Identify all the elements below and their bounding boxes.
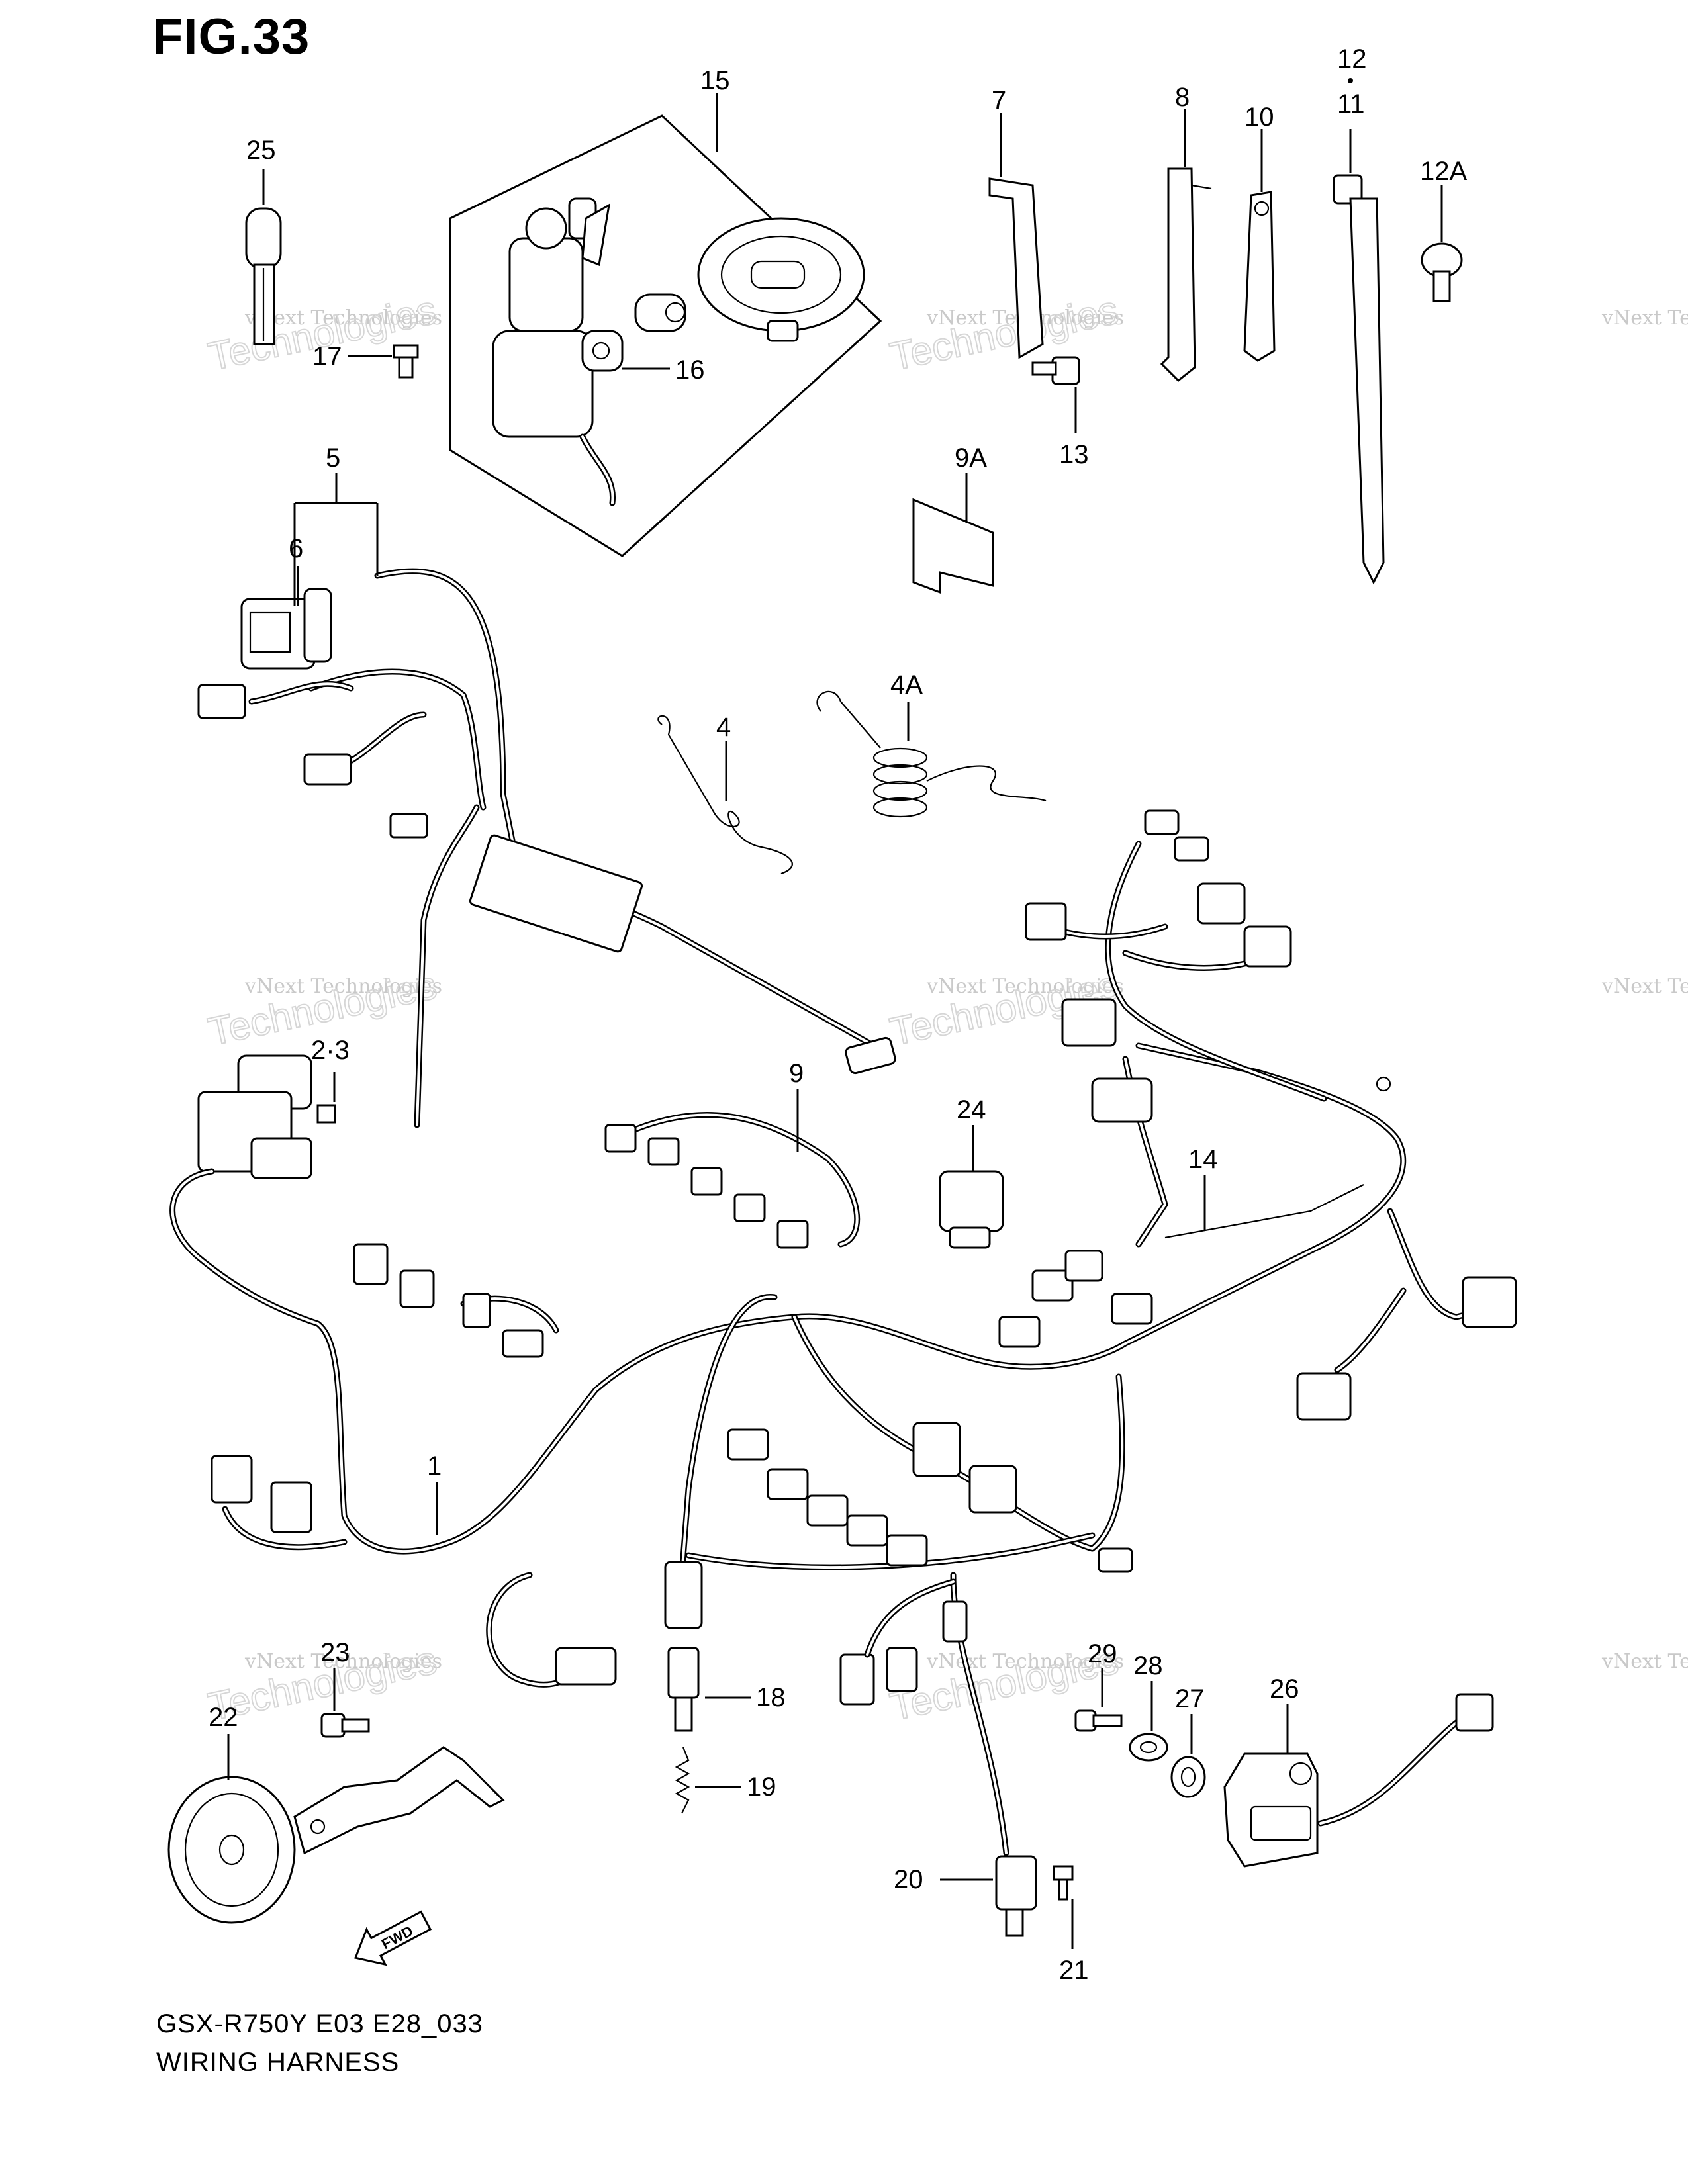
watermark-group: vNext Technologies Technologies vNext Te… xyxy=(204,287,1688,1729)
part-label-26: 26 xyxy=(1270,1674,1299,1704)
part-14-subharness xyxy=(998,809,1517,1421)
part-label-27: 27 xyxy=(1175,1684,1205,1713)
watermark-text: vNext Technologies xyxy=(926,975,1124,998)
part-18-sensor xyxy=(664,1561,703,1732)
watermark-text: vNext Technologies xyxy=(1601,1650,1688,1673)
part-label-13: 13 xyxy=(1059,440,1089,469)
part-label-28: 28 xyxy=(1133,1651,1163,1680)
watermark-text: vNext Technologies xyxy=(926,1650,1124,1673)
part-label-5: 5 xyxy=(326,443,340,473)
part-label-9A: 9A xyxy=(955,443,987,473)
part-label-12A: 12A xyxy=(1420,157,1467,186)
watermark-text: vNext Technologies xyxy=(244,1650,442,1673)
part-5-subharness xyxy=(197,568,896,1128)
part-1-main-harness xyxy=(169,1042,1407,1688)
figure-title: FIG.33 xyxy=(152,9,310,65)
part-29-bolt xyxy=(1074,1709,1123,1732)
part-label-8: 8 xyxy=(1175,83,1190,112)
part-label-22: 22 xyxy=(209,1703,238,1732)
part-9A-pad xyxy=(912,498,994,594)
part-label-20: 20 xyxy=(894,1865,923,1894)
part-13-bolt xyxy=(1031,356,1080,385)
part-label-23: 23 xyxy=(320,1638,350,1667)
part-10-band xyxy=(1243,191,1276,362)
part-24-relay xyxy=(939,1170,1004,1249)
watermark-text: vNext Technologies xyxy=(244,975,442,998)
fwd-direction-arrow: FWD xyxy=(353,1910,432,1966)
part-22-horn xyxy=(167,1746,505,1924)
part-label-1: 1 xyxy=(427,1451,442,1480)
part-23-bolt xyxy=(320,1713,370,1738)
part-label-16: 16 xyxy=(675,355,705,385)
part-8-clamp xyxy=(1160,167,1212,383)
part-label-2-3: 2·3 xyxy=(311,1036,350,1065)
part-label-11: 11 xyxy=(1337,89,1365,118)
part-4A-spring xyxy=(816,690,1047,818)
part-label-24: 24 xyxy=(957,1095,986,1124)
part-label-15: 15 xyxy=(700,66,730,95)
part-19-spring xyxy=(675,1747,690,1814)
part-15-ignition-lock-set xyxy=(449,114,882,557)
part-7-bracket xyxy=(988,177,1044,359)
part-9-subharness xyxy=(604,1112,861,1249)
watermark-text: vNext Technologies xyxy=(1601,975,1688,998)
part-label-4: 4 xyxy=(716,713,731,742)
part-17-screw xyxy=(393,344,419,379)
part-label-18: 18 xyxy=(756,1683,786,1712)
diagram-code: GSX-R750Y E03 E28_033 xyxy=(156,2009,483,2038)
part-label-9: 9 xyxy=(789,1059,804,1088)
part-label-10: 10 xyxy=(1244,103,1274,132)
part-label-7: 7 xyxy=(992,86,1006,115)
watermark-text: Technologies xyxy=(886,287,1123,379)
part-label-12: 12 xyxy=(1337,44,1367,73)
part-25-key xyxy=(245,207,282,345)
part-21-screw xyxy=(1053,1865,1074,1901)
part-20-switch xyxy=(839,1572,1037,1937)
part-label-6: 6 xyxy=(289,534,303,563)
watermark-text: vNext Technologies xyxy=(1601,306,1688,330)
part-label-14: 14 xyxy=(1188,1145,1218,1174)
part-label-4A: 4A xyxy=(890,670,923,700)
part-2-3-fuse-box xyxy=(197,1054,336,1179)
part-28-collar xyxy=(1129,1733,1168,1762)
part-12A-clip xyxy=(1421,242,1463,302)
part-label-21: 21 xyxy=(1059,1956,1089,1985)
part-4-spring xyxy=(657,715,793,875)
part-label-17: 17 xyxy=(312,342,342,371)
part-label-29: 29 xyxy=(1088,1639,1117,1668)
part-26-sensor xyxy=(1223,1693,1494,1868)
part-label-25: 25 xyxy=(246,136,276,165)
part-label-19: 19 xyxy=(747,1772,776,1801)
watermark-text: vNext Technologies xyxy=(244,306,442,330)
part-27-grommet xyxy=(1170,1756,1206,1798)
diagram-name: WIRING HARNESS xyxy=(156,2048,400,2077)
part-11-cable-tie xyxy=(1333,174,1385,585)
